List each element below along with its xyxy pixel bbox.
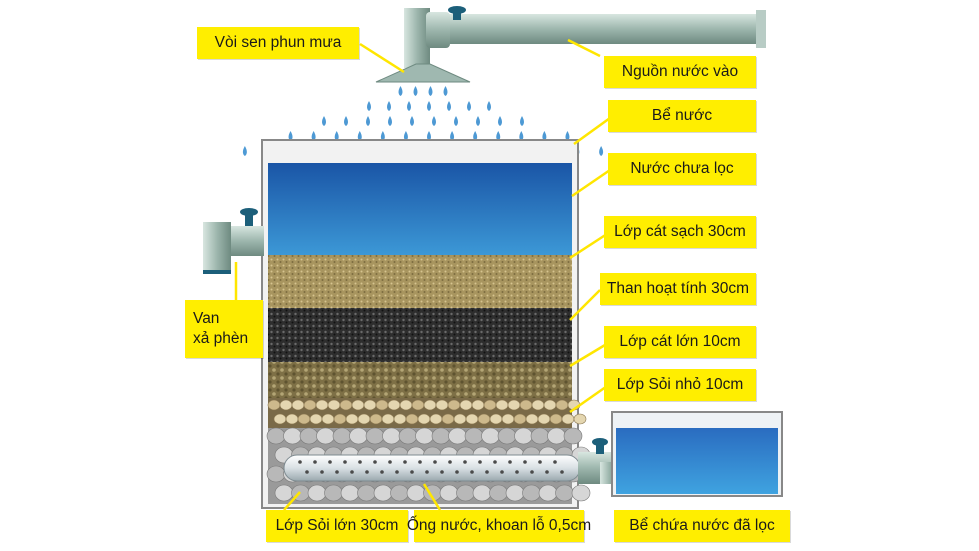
label-perforated-pipe: Ống nước, khoan lỗ 0,5cm — [407, 510, 591, 542]
label-clean-tank: Bể chứa nước đã lọc — [614, 510, 790, 542]
inlet-valve-icon — [448, 6, 466, 20]
activated-carbon-layer — [268, 308, 572, 362]
label-small-gravel: Lớp Sỏi nhỏ 10cm — [604, 369, 756, 401]
coarse-sand-layer — [268, 362, 572, 398]
label-large-gravel: Lớp Sỏi lớn 30cm — [266, 510, 408, 542]
inlet-pipe — [404, 8, 766, 68]
drain-valve-icon — [240, 208, 258, 226]
label-drain-valve-line1: Van — [193, 310, 220, 327]
label-drain-valve-line2: xả phèn — [193, 330, 249, 347]
label-activated-carbon: Than hoạt tính 30cm — [600, 273, 756, 305]
small-gravel-layer — [267, 398, 587, 428]
label-clean-sand: Lớp cát sạch 30cm — [604, 216, 756, 248]
perforated-pipe — [283, 452, 618, 484]
label-shower: Vòi sen phun mưa — [197, 27, 359, 59]
clean-water-tank — [611, 411, 783, 497]
label-inflow: Nguồn nước vào — [604, 56, 756, 88]
clean-sand-layer — [268, 255, 572, 308]
outlet-valve-icon — [592, 438, 608, 454]
label-drain-valve: Van xả phèn — [185, 300, 263, 358]
label-coarse-sand: Lớp cát lớn 10cm — [604, 326, 756, 358]
leader-lines — [234, 38, 611, 511]
raw-water-layer — [268, 163, 572, 255]
shower-head-icon — [375, 63, 471, 83]
drain-valve — [203, 222, 264, 274]
label-tank: Bể nước — [608, 100, 756, 132]
label-raw-water: Nước chưa lọc — [608, 153, 756, 185]
